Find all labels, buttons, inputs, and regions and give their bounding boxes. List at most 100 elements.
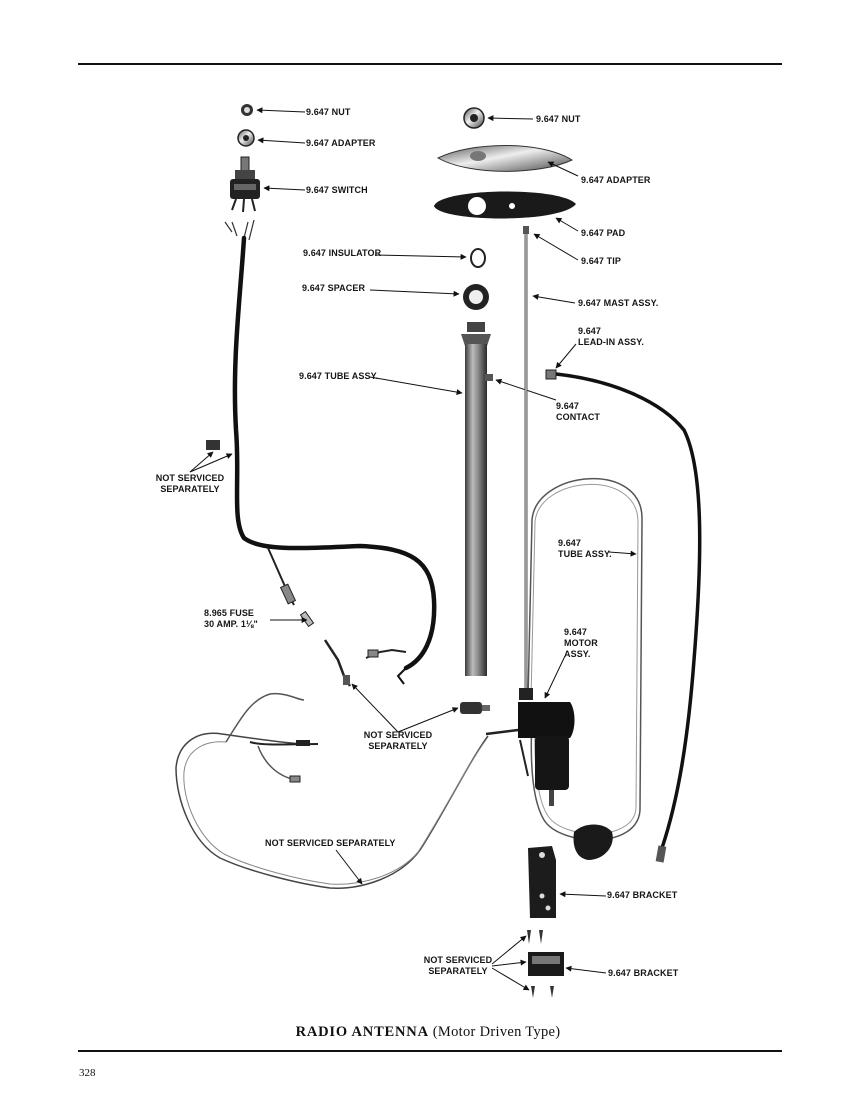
page-number: 328 [79,1067,96,1079]
switch-leader [263,185,306,192]
switch-adapter-part [237,129,255,147]
pad-leader [555,217,579,232]
loop-tube-assy-part [527,477,643,841]
label-switch-adapter: 9.647 ADAPTER [306,138,376,148]
label-not-serviced-mid-line1: NOT SERVICED [363,730,433,740]
fuse-holder-part [279,583,297,605]
main-wiring-harness [232,235,437,671]
label-mast-adapter: 9.647 ADAPTER [581,175,651,185]
label-motor-number: 9.647 [564,627,588,637]
harness-branch-2 [249,741,319,746]
tube-assy-part [461,322,493,676]
small-clip-part [206,440,220,450]
figure-caption: RADIO ANTENNA (Motor Driven Type) [0,1024,856,1041]
label-mast-assy: 9.647 MAST ASSY. [578,298,659,308]
lead-in-assy-part [545,369,702,863]
bottom-rule [78,1050,782,1052]
label-not-serviced-bottom-line2: SEPARATELY [428,966,488,976]
label-not-serviced-mid: NOT SERVICED SEPARATELY [358,730,438,752]
top-rule [78,63,782,65]
label-insulator: 9.647 INSULATOR [303,248,382,258]
switch-wire-ends [224,219,255,241]
label-tip: 9.647 TIP [581,256,621,266]
harness-branch-1 [225,692,305,743]
label-not-serviced-harness: NOT SERVICED SEPARATELY [265,838,396,848]
label-bracket-upper: 9.647 BRACKET [607,890,678,900]
label-loop-tube: 9.647 TUBE ASSY. [558,538,612,560]
label-motor-name-2: ASSY. [564,649,591,659]
ns-left-leader-1 [189,451,214,473]
label-pad: 9.647 PAD [581,228,626,238]
label-switch: 9.647 SWITCH [306,185,368,195]
harness-branch-3 [257,745,297,781]
lower-bracket-part [527,930,564,998]
label-lead-in: 9.647 LEAD-IN ASSY. [578,326,644,348]
ns-left-leader-2 [189,453,233,473]
label-motor: 9.647 MOTOR ASSY. [564,627,598,660]
harness-connector-2 [289,775,301,783]
switch-part [230,156,260,213]
label-tube-assy: 9.647 TUBE ASSY. [299,371,379,381]
switch-adapter-leader [257,137,306,144]
label-fuse-line1: 8.965 FUSE [204,608,255,618]
spacer-part [463,284,489,310]
small-connector-part [343,675,350,685]
mast-adapter-leader [547,161,579,177]
motor-leader [544,655,566,699]
label-fuse-line2: 30 AMP. 1⅛" [204,619,258,629]
lower-harness-outer [175,732,489,889]
mast-assy-leader [532,293,576,304]
harness-connector-1 [296,740,310,746]
label-not-serviced-left: NOT SERVICED SEPARATELY [150,473,230,495]
label-lead-in-name: LEAD-IN ASSY. [578,337,644,347]
upper-bracket-leader [559,891,607,898]
fuse-part [299,610,315,628]
label-contact-name: CONTACT [556,412,601,422]
ns-bottom-leader-1 [491,935,527,965]
mast-adapter-part [436,145,574,172]
motor-assy-part [485,688,613,860]
upper-bracket-part [528,846,556,918]
mid-clip-part [460,702,490,714]
mast-assy-part [523,226,529,688]
insulator-leader [374,253,467,260]
label-fuse: 8.965 FUSE 30 AMP. 1⅛" [204,608,258,630]
label-bracket-lower: 9.647 BRACKET [608,968,679,978]
ns-bottom-leader-2 [491,959,527,967]
label-not-serviced-bottom: NOT SERVICED SEPARATELY [418,955,498,977]
mast-nut-part [463,107,485,129]
lead-in-leader [555,343,577,369]
plug-part [367,649,379,658]
pad-part [434,191,576,219]
ns-mid-leader-1 [397,707,459,733]
label-not-serviced-left-line2: SEPARATELY [160,484,220,494]
label-lead-in-number: 9.647 [578,326,602,336]
loop-tube-leader [608,550,637,557]
lower-bracket-leader [565,965,607,974]
label-loop-tube-number: 9.647 [558,538,582,548]
lower-harness-inner [183,739,487,885]
ns-harness-leader [335,849,363,885]
switch-nut-part [241,104,253,116]
label-contact-number: 9.647 [556,401,580,411]
label-not-serviced-mid-line2: SEPARATELY [368,741,428,751]
ns-mid-leader-2 [351,683,399,733]
label-loop-tube-name: TUBE ASSY. [558,549,612,559]
label-switch-nut: 9.647 NUT [306,107,351,117]
label-spacer: 9.647 SPACER [302,283,366,293]
caption-subtitle: (Motor Driven Type) [432,1024,561,1040]
mast-nut-leader [487,115,534,122]
label-mast-nut: 9.647 NUT [536,114,581,124]
label-contact: 9.647 CONTACT [556,401,600,423]
caption-title: RADIO ANTENNA [295,1024,429,1040]
label-not-serviced-left-line1: NOT SERVICED [155,473,225,483]
insulator-part [470,248,486,268]
ns-bottom-leader-3 [491,967,530,991]
label-not-serviced-bottom-line1: NOT SERVICED [423,955,493,965]
tip-leader [533,233,579,261]
label-motor-name-1: MOTOR [564,638,598,648]
spacer-leader [369,289,460,297]
tube-assy-leader [369,376,463,396]
